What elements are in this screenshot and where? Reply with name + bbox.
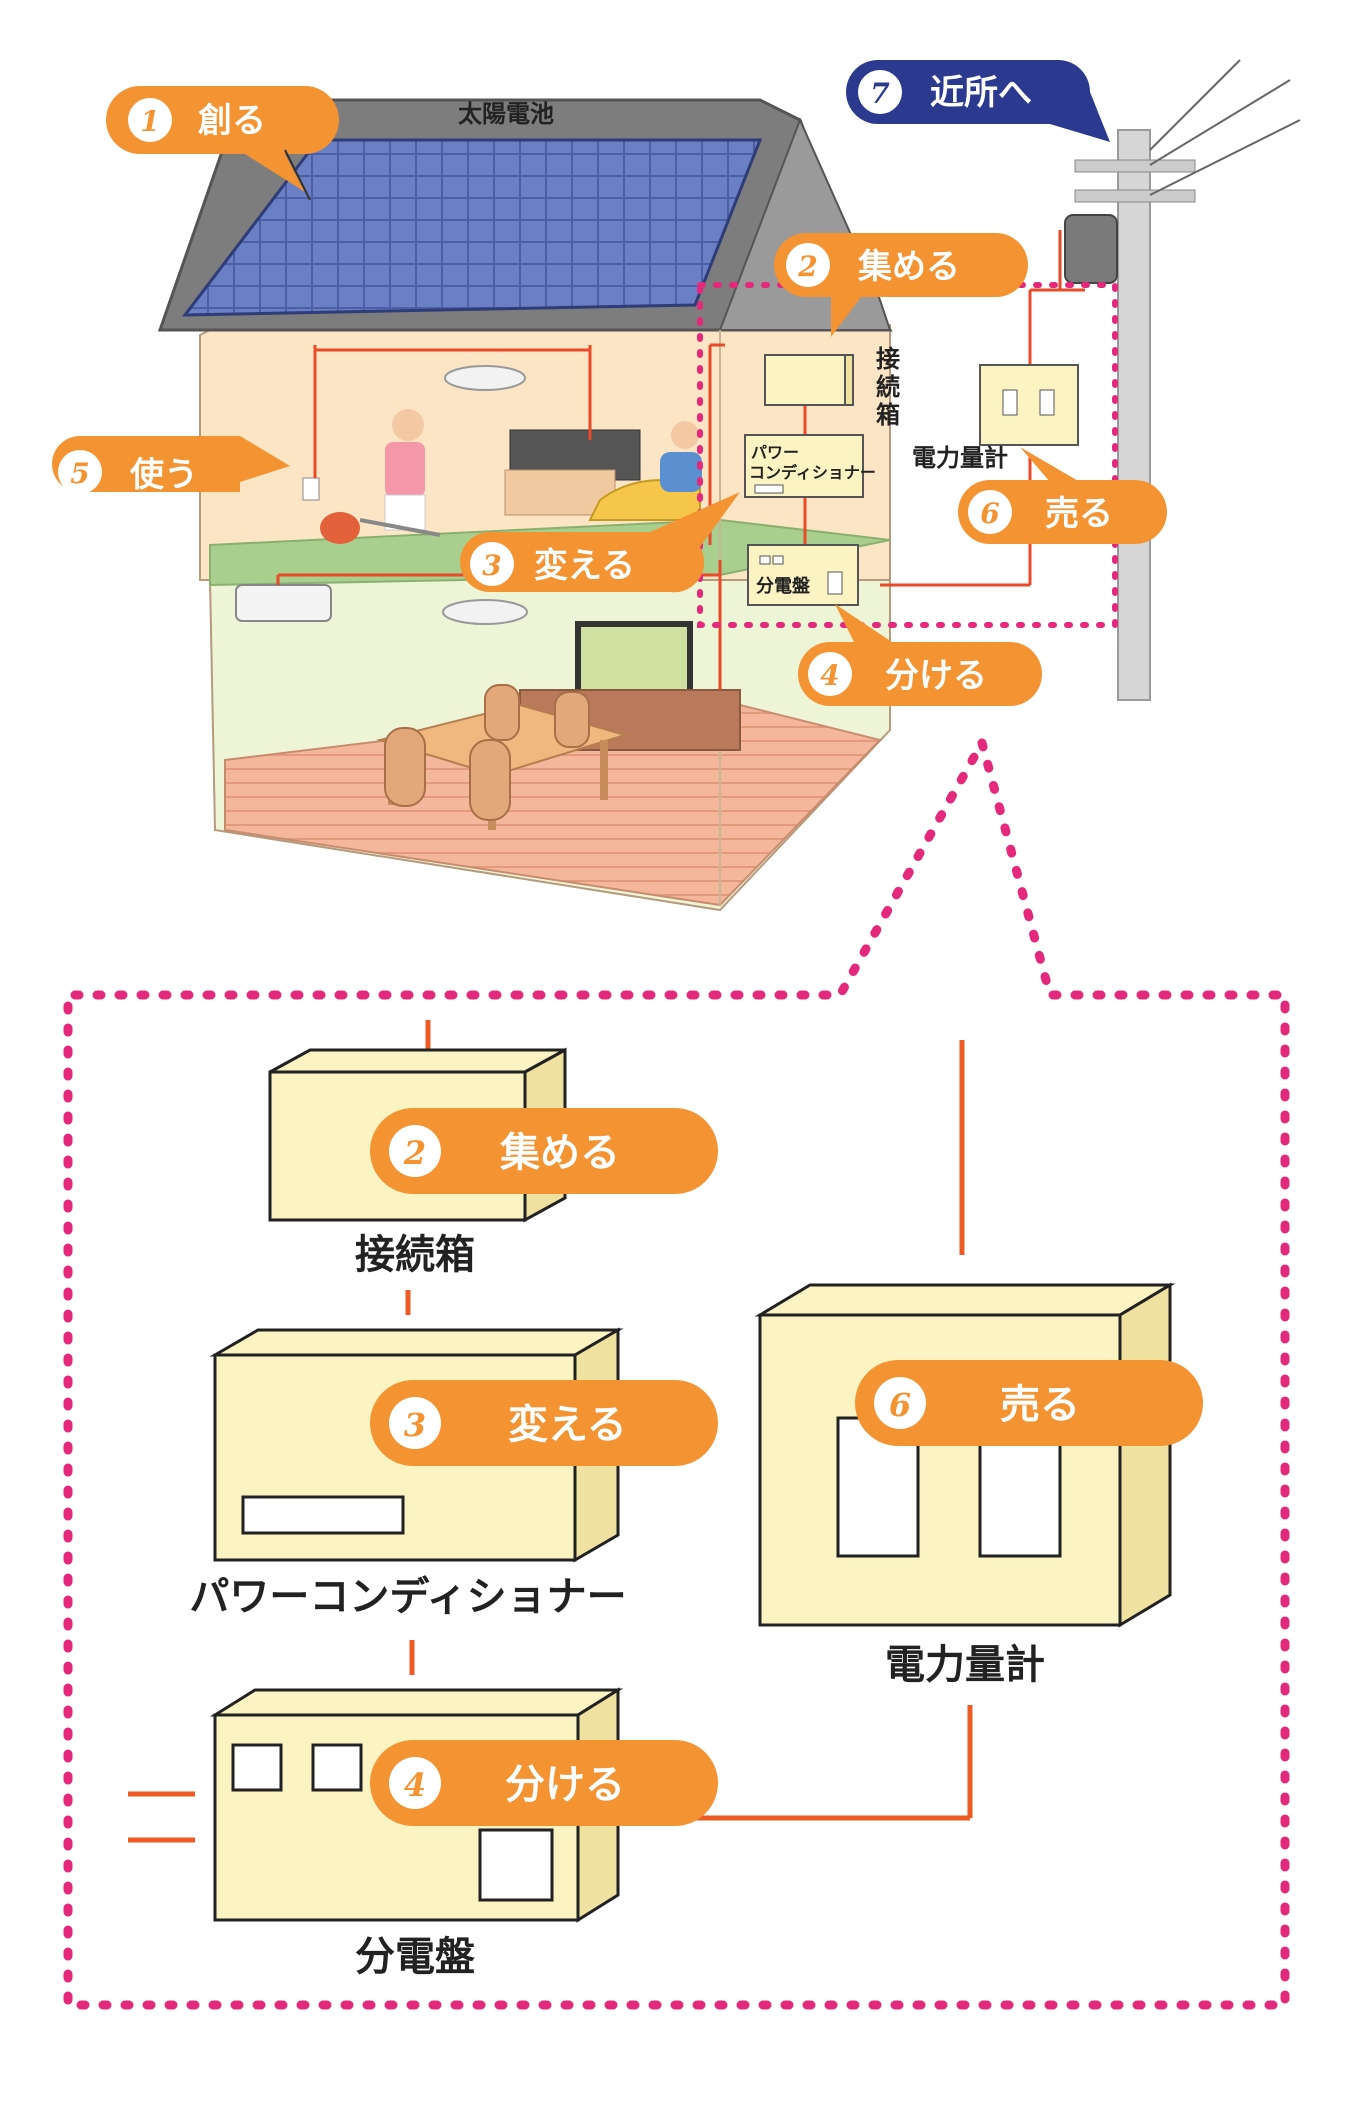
house-meter — [979, 364, 1079, 446]
detail-callout-outline — [63, 738, 1290, 2010]
step-num-6: 6 — [980, 497, 999, 530]
detail-step-label-4: 分ける — [505, 1762, 625, 1808]
step-badge-7: 7 近所へ — [846, 60, 1110, 142]
house-distribution-label: 分電盤 — [756, 575, 811, 597]
breaker-2 — [311, 1743, 363, 1792]
step-num-5: 5 — [70, 457, 89, 490]
pc-display-slot — [241, 1495, 405, 1535]
ceiling-lamp-lower — [442, 599, 528, 625]
detail-distribution-label: 分電盤 — [355, 1934, 475, 1980]
step-badge-3-detail: 3 変える — [370, 1380, 718, 1466]
step-badge-6-detail: 6 売る — [855, 1360, 1203, 1446]
detail-pc-label: パワーコンディショナー — [189, 1574, 626, 1620]
step-label-5: 使う — [129, 455, 198, 495]
dining-chair — [384, 727, 426, 807]
utility-pole — [1064, 59, 1301, 701]
ceiling-lamp-upper — [444, 365, 526, 391]
detail-step-num-2: 2 — [403, 1134, 426, 1172]
step-label-3: 変える — [534, 546, 635, 586]
step-badge-6-house: 6 売る — [958, 447, 1167, 544]
step-badge-4-house: 4 分ける — [798, 604, 1042, 706]
step-badge-3-house: 3 変える — [460, 492, 740, 593]
detail-step-num-3: 3 — [404, 1406, 426, 1444]
detail-step-label-2: 集める — [499, 1130, 620, 1176]
house-power-conditioner — [744, 434, 864, 498]
house-junction-label: 接 続 箱 — [876, 345, 908, 429]
step-badge-4-detail: 4 分ける — [370, 1740, 718, 1826]
detail-meter-label: 電力量計 — [885, 1642, 1045, 1688]
step-badge-5: 5 使う — [52, 436, 290, 495]
step-num-1: 1 — [140, 105, 159, 138]
junction-char-2: 続 — [876, 373, 900, 401]
solar-panel — [181, 138, 763, 317]
step-num-3: 3 — [482, 549, 501, 582]
main-breaker — [478, 1828, 554, 1902]
step-num-4: 4 — [820, 659, 839, 692]
pole-transformer — [1064, 214, 1118, 284]
step-num-7: 7 — [870, 77, 890, 110]
breaker-1 — [231, 1743, 283, 1792]
detail-junction-label: 接続箱 — [355, 1232, 475, 1278]
detail-step-num-6: 6 — [889, 1386, 911, 1424]
air-conditioner — [235, 584, 332, 622]
step-label-1: 創る — [198, 101, 266, 141]
step-badge-2-detail: 2 集める — [370, 1108, 718, 1194]
detail-step-num-4: 4 — [404, 1766, 426, 1804]
house-pc-label-2: コンディショナー — [749, 463, 876, 482]
vacuum — [320, 512, 360, 544]
step-num-2: 2 — [797, 250, 817, 283]
step-label-2: 集める — [857, 247, 960, 287]
step-label-4: 分ける — [885, 656, 987, 696]
wall-outlet — [302, 477, 320, 501]
house-junction-box — [764, 354, 854, 406]
solar-label: 太陽電池 — [458, 100, 554, 128]
house-distribution-board — [747, 544, 859, 606]
step-label-7: 近所へ — [930, 73, 1032, 113]
house-pc-label-1: パワー — [751, 443, 799, 462]
person-vacuuming — [392, 409, 424, 441]
house-meter-label: 電力量計 — [912, 444, 1008, 472]
junction-char-1: 接 — [876, 345, 900, 373]
step-badge-2-house: 2 集める — [774, 233, 1028, 337]
step-badge-1: 1 創る — [106, 86, 339, 201]
detail-meter — [754, 1282, 1176, 1628]
detail-step-label-6: 売る — [1000, 1382, 1080, 1428]
step-label-6: 売る — [1045, 494, 1113, 534]
detail-step-label-3: 変える — [508, 1402, 627, 1448]
junction-char-3: 箱 — [876, 401, 900, 429]
